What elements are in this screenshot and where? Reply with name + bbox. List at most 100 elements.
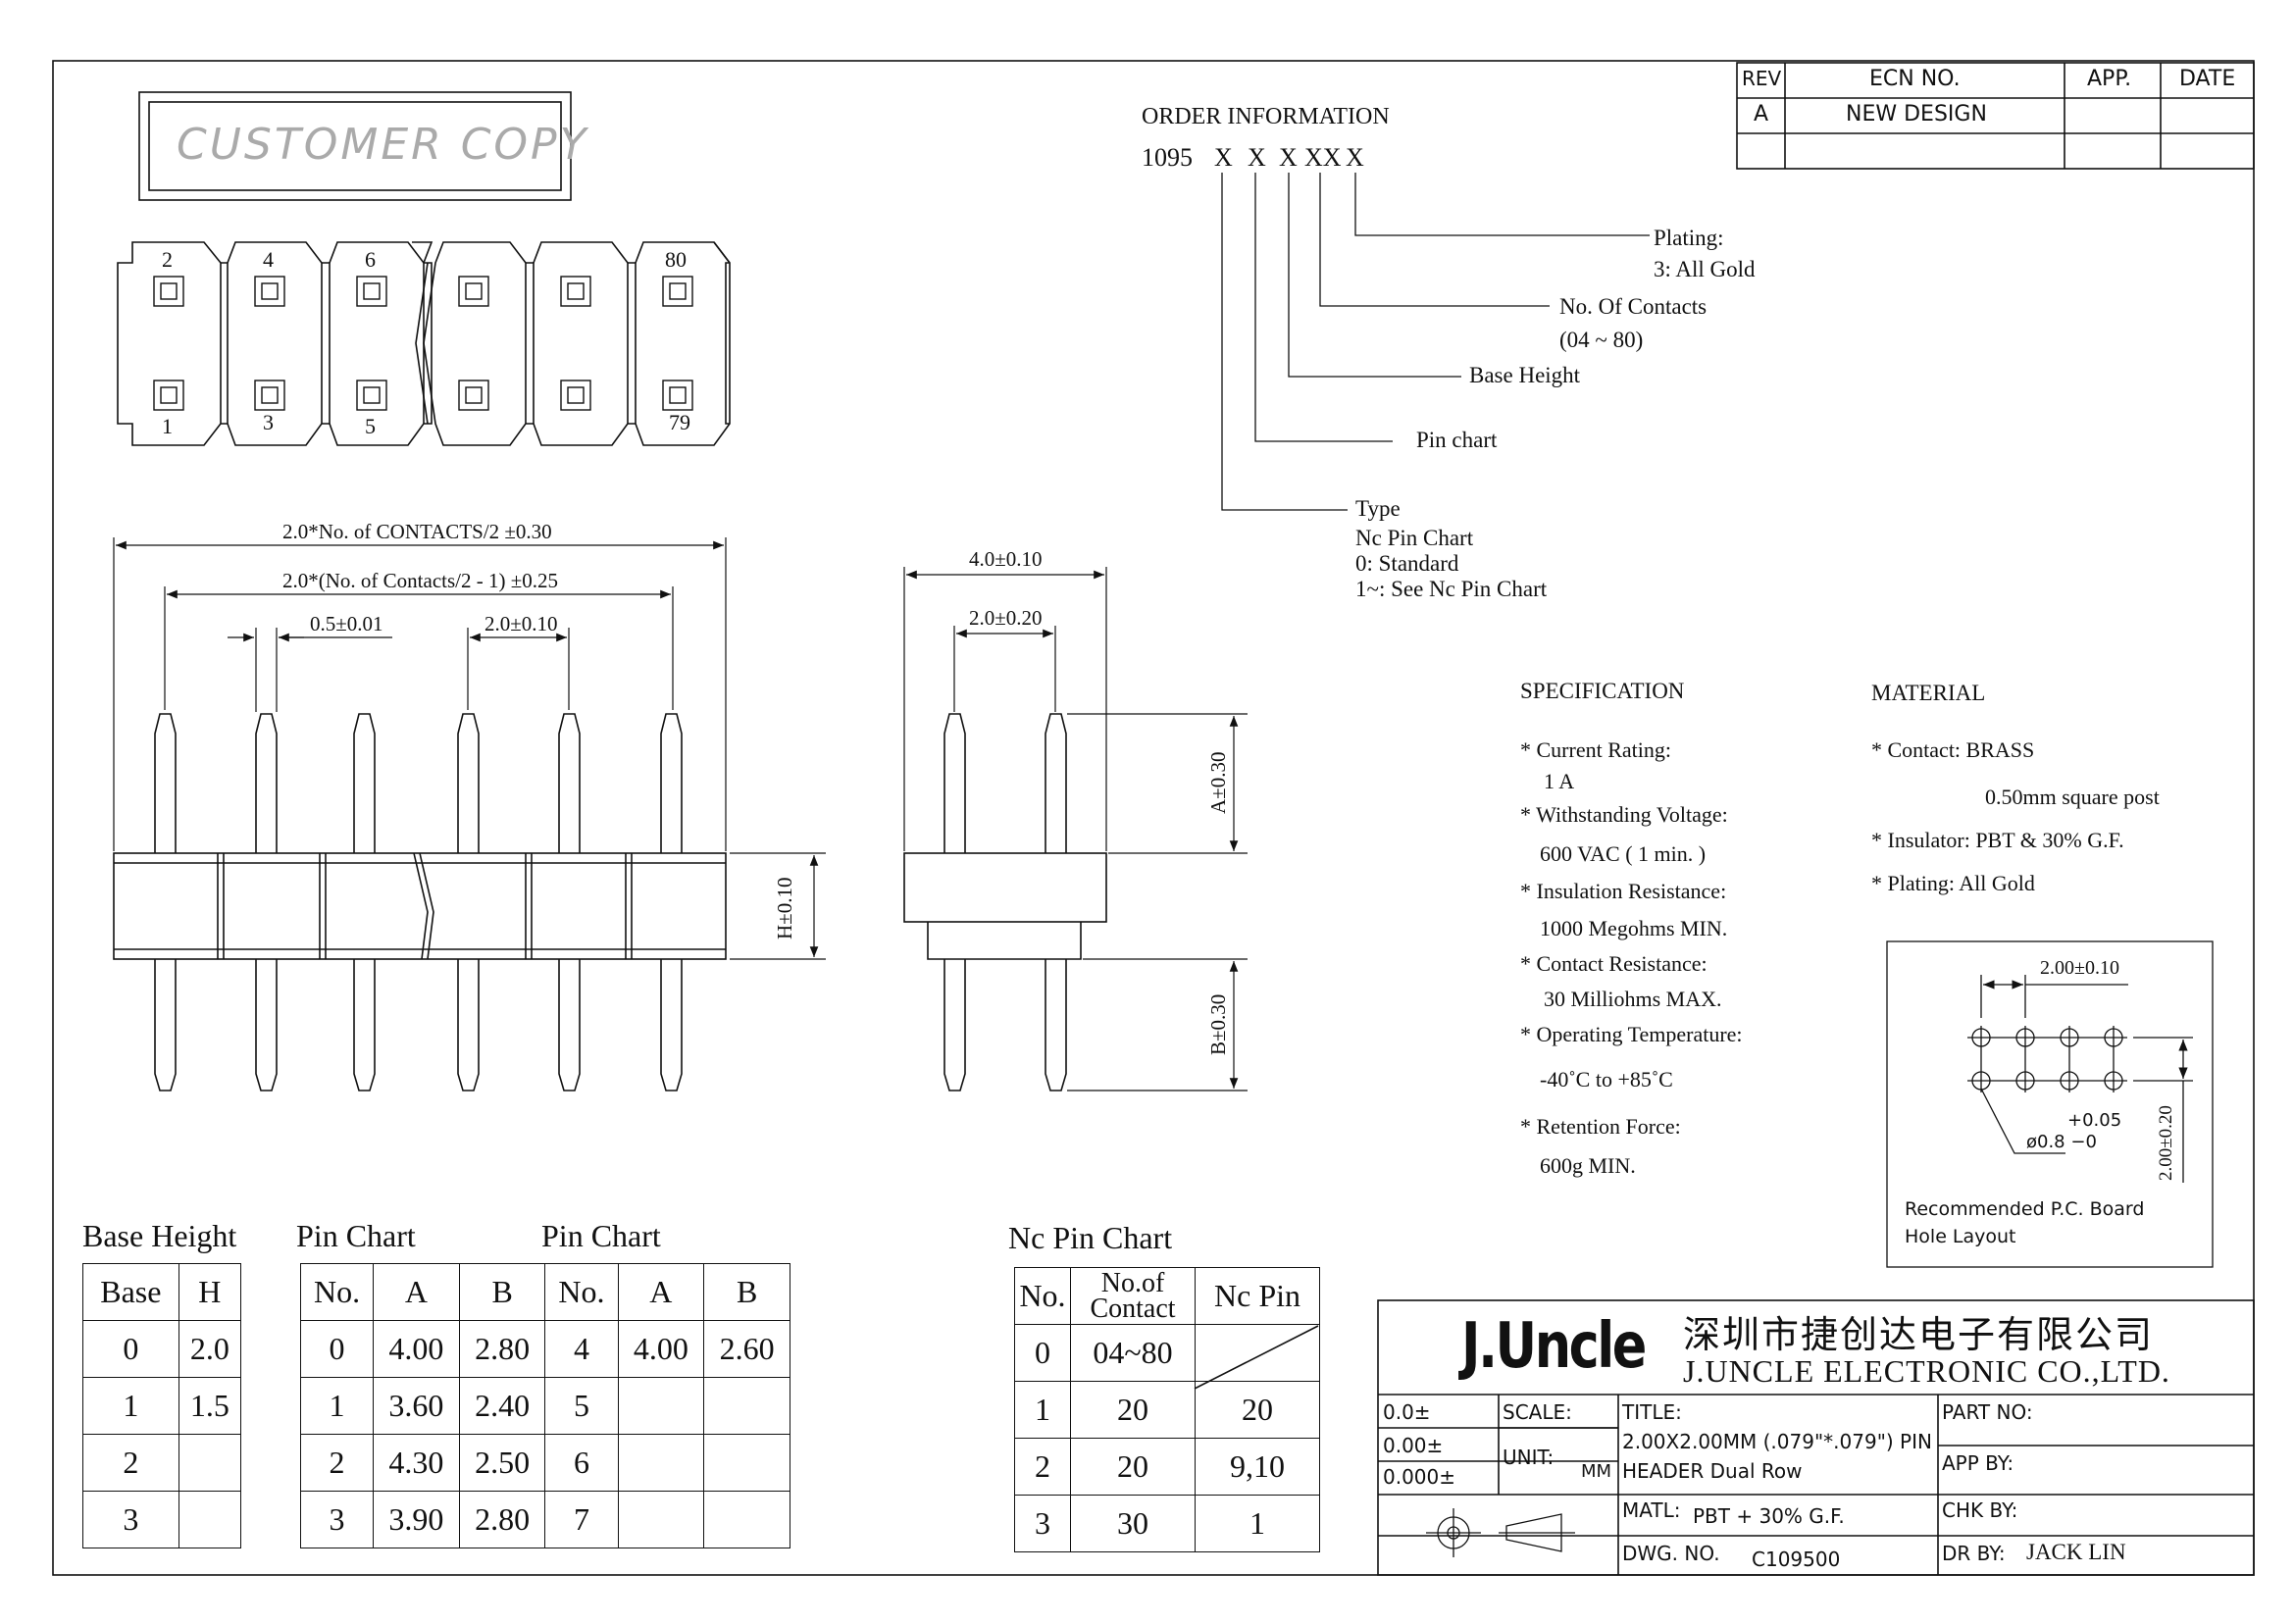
side-view [903,713,1107,1091]
table-cell: No.of Contact [1070,1267,1196,1325]
table-cell: 0 [299,1320,375,1378]
pin-chart-table: No. A B No. A B 0 4.00 2.80 4 4.00 2.60 … [299,1263,790,1548]
table-cell: 20 [1070,1381,1196,1439]
order-leaders [1221,173,1650,511]
rev-value: A [1754,102,1769,127]
spec-item: * Withstanding Voltage: [1520,802,1728,827]
dim-side-width: 4.0±0.10 [969,547,1043,571]
type-nc: Nc Pin Chart [1355,526,1474,550]
order-code: X [1248,143,1266,172]
table-cell: 3.60 [373,1377,460,1435]
rev-header: REV [1742,67,1782,90]
table-cell: 04~80 [1070,1324,1196,1382]
title-block [1377,1299,2255,1576]
table-cell: 2 [299,1434,375,1492]
table-cell: 3 [1014,1495,1071,1552]
pin-number: 3 [263,410,274,434]
table-cell: 3.90 [373,1491,460,1548]
pin-chart-label: Pin chart [1416,428,1498,452]
pin-chart-title: Pin Chart [296,1218,416,1253]
table-cell: 2.40 [458,1377,546,1435]
table-cell: 3 [82,1491,179,1548]
table-cell: Nc Pin [1195,1267,1320,1325]
material-item: 0.50mm square post [1985,785,2160,809]
spec-item: * Contact Resistance: [1520,951,1708,976]
table-cell: 1 [299,1377,375,1435]
table-cell: No. [1014,1267,1071,1325]
table-cell: B [703,1263,790,1321]
pin-number: 4 [263,247,274,272]
dim-side-pitch: 2.0±0.20 [969,606,1043,630]
table-cell: 2.0 [178,1320,242,1378]
table-cell: H [178,1263,242,1321]
table-cell: 2.80 [458,1320,546,1378]
revision-grid [1736,62,2255,170]
spec-item: * Operating Temperature: [1520,1022,1743,1046]
app-by-label: APP BY: [1942,1451,2014,1475]
tolerance: 0.0± [1383,1400,1431,1424]
stamp-outer [138,91,572,201]
customer-copy-stamp: CUSTOMER COPY [177,120,589,170]
nc-pin-table: No. No.of Contact Nc Pin 0 04~80 1 20 20… [1014,1267,1320,1552]
spec-value: 600 VAC ( 1 min. ) [1540,841,1707,866]
pin-number: 2 [162,247,173,272]
pin-chart-title-right: Pin Chart [541,1218,661,1253]
projection-symbol [1426,1508,1575,1557]
table-cell: 4.00 [373,1320,460,1378]
contacts-range: (04 ~ 80) [1559,328,1644,352]
table-cell: 2.60 [703,1320,790,1378]
spec-value: 1000 Megohms MIN. [1540,916,1728,940]
base-height-label: Base Height [1469,363,1581,387]
table-cell: 1 [1014,1381,1071,1439]
table-cell: No. [544,1263,619,1321]
table-cell: 0 [82,1320,179,1378]
contacts-label: No. Of Contacts [1559,294,1708,319]
table-cell: 2.80 [458,1491,546,1548]
table-cell: 1 [82,1377,179,1435]
app-header: APP. [2087,67,2132,91]
material-item: * Insulator: PBT & 30% G.F. [1871,828,2124,852]
top-view-pins [153,276,693,411]
table-cell: 9,10 [1195,1438,1320,1496]
table-cell [617,1377,705,1435]
dr-by-value: JACK LIN [2026,1540,2126,1564]
order-code-base: 1095 [1142,143,1193,172]
front-view [113,713,727,1091]
dim-a: A±0.30 [1206,751,1230,814]
order-code: X [1279,143,1298,172]
dim-height: H±0.10 [773,877,796,939]
table-cell [1195,1324,1320,1382]
front-dimensions [113,537,826,960]
dim-pin-width: 0.5±0.01 [310,612,383,635]
pcb-layout [1886,940,2214,1268]
title-text: 2.00X2.00MM (.079"*.079") PIN [1622,1430,1932,1453]
material-item: * Plating: All Gold [1871,871,2035,895]
table-cell: 1 [1195,1495,1320,1552]
order-code: X [1346,143,1364,172]
ecn-value: NEW DESIGN [1846,102,1987,127]
spec-item: * Current Rating: [1520,737,1671,762]
table-cell: 20 [1070,1438,1196,1496]
dr-by-label: DR BY: [1942,1542,2006,1565]
ecn-header: ECN NO. [1869,67,1961,91]
table-cell: 5 [544,1377,619,1435]
table-cell [703,1377,790,1435]
dwg-label: DWG. NO. [1622,1542,1720,1565]
chk-by-label: CHK BY: [1942,1498,2018,1522]
base-height-title: Base Height [82,1218,237,1253]
dwg-value: C109500 [1752,1548,1841,1571]
table-cell: 1.5 [178,1377,242,1435]
company-name-en: J.UNCLE ELECTRONIC CO.,LTD. [1683,1353,2170,1389]
tolerance: 0.000± [1383,1465,1456,1489]
date-header: DATE [2179,67,2236,91]
sheet-border [52,60,2255,1576]
pin-number: 6 [365,247,376,272]
table-cell: No. [299,1263,375,1321]
table-cell [703,1434,790,1492]
pcb-tol-plus: +0.05 [2067,1110,2122,1131]
spec-value: 600g MIN. [1540,1153,1636,1178]
plating-value: 3: All Gold [1654,257,1756,281]
